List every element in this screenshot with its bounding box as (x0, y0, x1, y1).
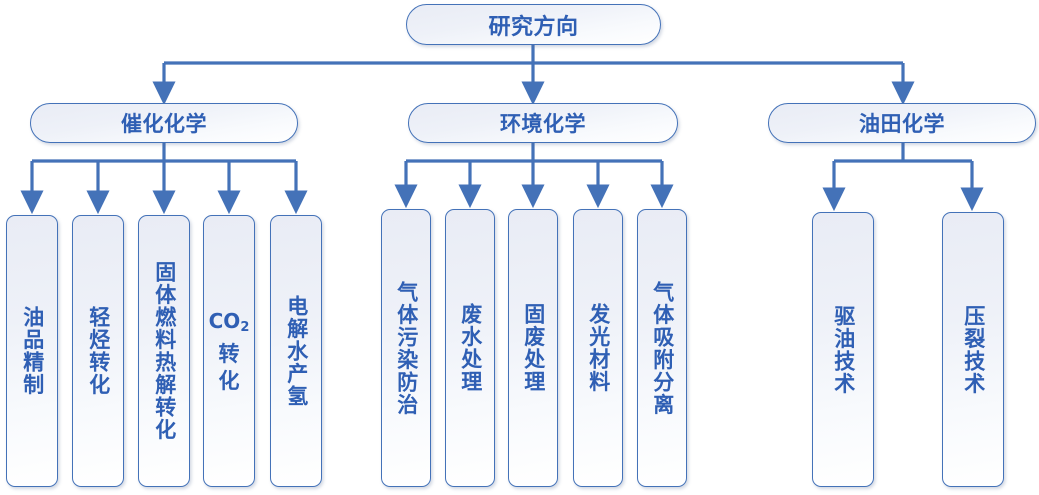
co2-suffix-char-1: 转 (218, 342, 240, 367)
leaf-node-solid-waste-treatment[interactable]: 固废处理 (508, 209, 558, 487)
leaf-node-label: 固废处理 (521, 303, 546, 393)
leaf-node-label: CO2 转 化 (209, 308, 250, 394)
leaf-node-solid-fuel-pyrolysis-conversion[interactable]: 固体燃料热解转化 (138, 215, 190, 487)
branch-node-oilfield-chemistry[interactable]: 油田化学 (768, 103, 1036, 143)
leaf-node-wastewater-treatment[interactable]: 废水处理 (445, 209, 495, 487)
leaf-node-luminescent-materials[interactable]: 发光材料 (573, 209, 623, 487)
branch-node-label: 油田化学 (859, 112, 945, 136)
leaf-node-label: 电解水产氢 (284, 294, 309, 408)
leaf-node-label: 废水处理 (458, 303, 483, 393)
co2-formula: CO2 (208, 309, 250, 336)
leaf-node-water-electrolysis-hydrogen[interactable]: 电解水产氢 (270, 215, 322, 487)
branch-node-label: 环境化学 (500, 112, 586, 136)
leaf-node-label: 驱油技术 (831, 304, 856, 395)
leaf-node-label: 发光材料 (586, 303, 611, 393)
leaf-node-light-hydrocarbon-conversion[interactable]: 轻烃转化 (72, 215, 124, 487)
branch-node-catalytic-chemistry[interactable]: 催化化学 (30, 103, 298, 143)
leaf-node-gas-pollution-control[interactable]: 气体污染防治 (381, 209, 431, 487)
branch-node-environmental-chemistry[interactable]: 环境化学 (408, 103, 678, 143)
leaf-node-label: 气体吸附分离 (650, 280, 675, 416)
leaf-node-label: 轻烃转化 (86, 306, 111, 396)
leaf-node-oil-refining[interactable]: 油品精制 (6, 215, 58, 487)
co2-conversion-suffix: 转 化 (209, 341, 250, 394)
root-node-research-directions[interactable]: 研究方向 (406, 4, 661, 45)
branch-node-label: 催化化学 (121, 112, 207, 136)
leaf-node-co2-conversion[interactable]: CO2 转 化 (203, 215, 255, 487)
leaf-node-label: 压裂技术 (961, 304, 986, 395)
leaf-node-label: 固体燃料热解转化 (152, 261, 177, 441)
leaf-node-label: 气体污染防治 (394, 280, 419, 416)
leaf-node-gas-adsorption-separation[interactable]: 气体吸附分离 (637, 209, 687, 487)
leaf-node-label: 油品精制 (20, 306, 45, 396)
root-node-label: 研究方向 (488, 14, 579, 40)
leaf-node-oil-displacement-technology[interactable]: 驱油技术 (812, 212, 874, 487)
co2-suffix-char-2: 化 (218, 368, 240, 393)
leaf-node-fracturing-technology[interactable]: 压裂技术 (942, 212, 1004, 487)
